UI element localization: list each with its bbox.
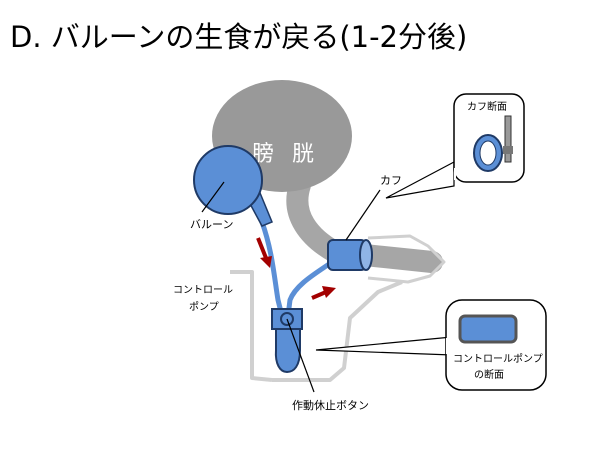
balloon-label: バルーン [190,218,233,231]
control-pump [274,325,301,374]
urethra-opening [367,234,446,284]
cuff-section-lumen [479,140,497,166]
cuff-section-tab-mark [503,146,513,154]
deactivation-button-label: 作動休止ボタン [292,398,369,412]
pump-section-label-2: の断面 [474,368,504,381]
cuff-end [359,239,373,271]
pump-section-shape [458,314,518,344]
body-outline-bottom [272,280,403,382]
flow-arrow-1-head [260,256,272,268]
flow-arrow-2-shaft [311,290,327,300]
cuff-section-tab [504,115,512,163]
cuff-leader [345,189,381,241]
pump-section-label-1: コントロールポンプ [453,353,543,365]
button-leader [286,318,315,393]
bladder-label-2: 胱 [292,142,314,167]
slide-title: D. バルーンの生食が戻る(1-2分後) [10,20,468,54]
body-outline-left [230,270,273,382]
cuff-section-label: カフ断面 [467,100,507,113]
bladder-label-1: 膀 [252,142,274,167]
control-pump-label-2: ポンプ [189,301,219,313]
cuff-label: カフ [380,174,402,187]
pump-callout-pointer [315,336,453,356]
balloon [193,145,263,215]
balloon-leader [201,181,225,213]
control-pump-label-1: コントロール [173,285,233,296]
balloon-tube [259,219,285,319]
flow-arrow-1-shaft [256,237,268,259]
flow-arrow-2-head [322,286,336,298]
